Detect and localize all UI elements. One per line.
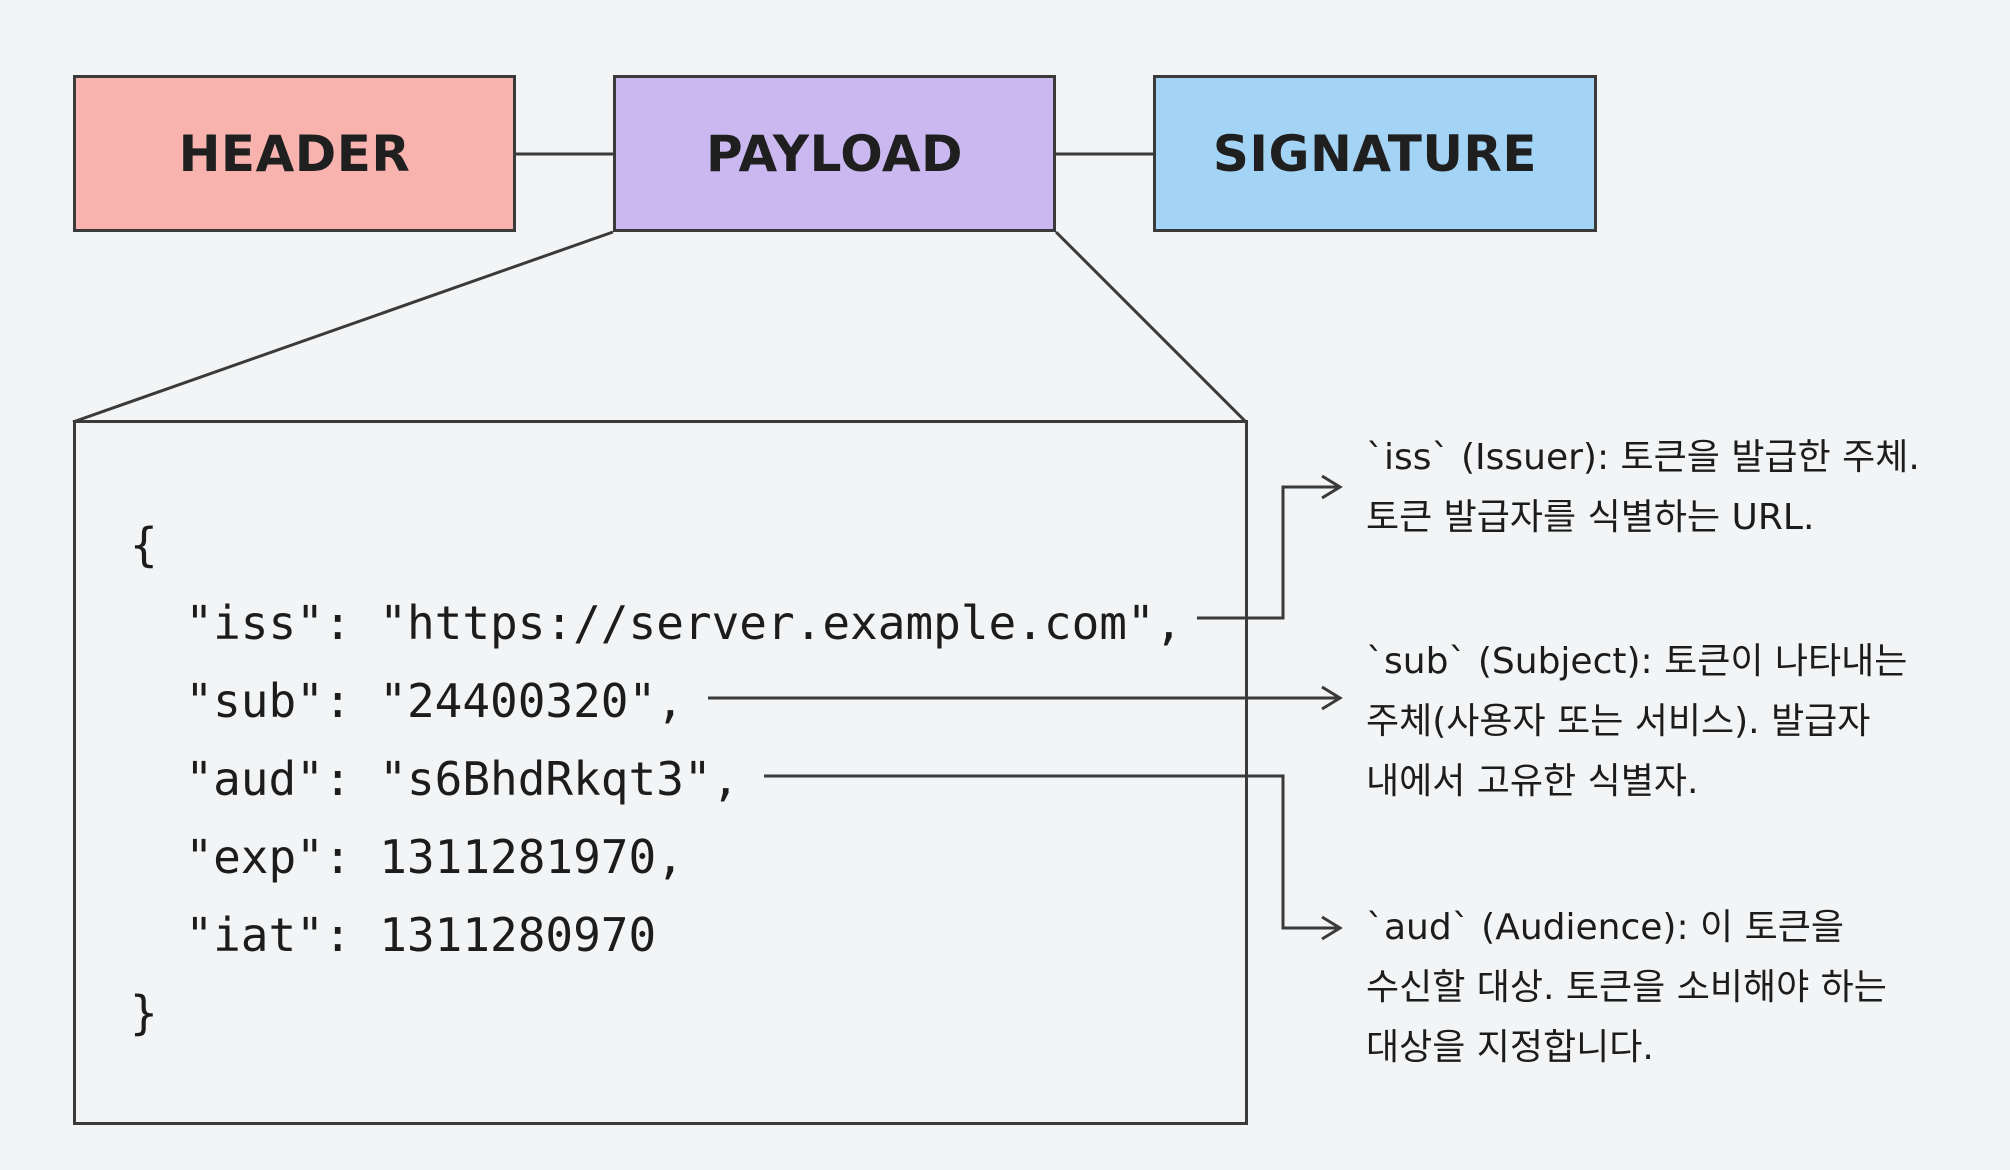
iss-pointer-arrow [1197, 485, 1338, 620]
sub-annotation: `sub` (Subject): 토큰이 나타내는 주체(사용자 또는 서비스)… [1366, 632, 1907, 812]
signature-label: SIGNATURE [1212, 124, 1538, 183]
annotation-line: 내에서 고유한 식별자. [1366, 761, 1699, 802]
code-line: } [130, 986, 158, 1040]
code-line: "exp": 1311281970, [130, 830, 684, 884]
code-line: "aud": "s6BhdRkqt3", [130, 752, 740, 806]
header-box: HEADER [73, 75, 516, 232]
annotation-line: 대상을 지정합니다. [1366, 1027, 1654, 1068]
annotation-line: 주체(사용자 또는 서비스). 발급자 [1366, 701, 1871, 742]
aud-pointer-arrow [764, 774, 1338, 930]
annotation-line: `aud` (Audience): 이 토큰을 [1366, 907, 1844, 948]
code-line: "iss": "https://server.example.com", [130, 596, 1183, 650]
payload-detail-panel [73, 420, 1248, 1125]
aud-annotation: `aud` (Audience): 이 토큰을 수신할 대상. 토큰을 소비해야… [1366, 898, 1887, 1078]
payload-box: PAYLOAD [613, 75, 1056, 232]
aud-arrowhead [1321, 915, 1343, 941]
payload-label: PAYLOAD [705, 124, 964, 183]
annotation-line: 수신할 대상. 토큰을 소비해야 하는 [1366, 967, 1887, 1008]
header-label: HEADER [178, 124, 411, 183]
zoom-line-right [1054, 230, 1248, 424]
zoom-line-left [72, 230, 614, 424]
annotation-line: 토큰 발급자를 식별하는 URL. [1366, 497, 1815, 538]
sub-arrowhead [1321, 685, 1343, 711]
code-line: "iat": 1311280970 [130, 908, 657, 962]
signature-box: SIGNATURE [1153, 75, 1597, 232]
iss-arrowhead [1321, 474, 1343, 500]
iss-annotation: `iss` (Issuer): 토큰을 발급한 주체. 토큰 발급자를 식별하는… [1366, 428, 1920, 548]
code-line: "sub": "24400320", [130, 674, 684, 728]
annotation-line: `sub` (Subject): 토큰이 나타내는 [1366, 641, 1908, 682]
code-line: { [130, 518, 158, 572]
annotation-line: `iss` (Issuer): 토큰을 발급한 주체. [1366, 437, 1920, 478]
